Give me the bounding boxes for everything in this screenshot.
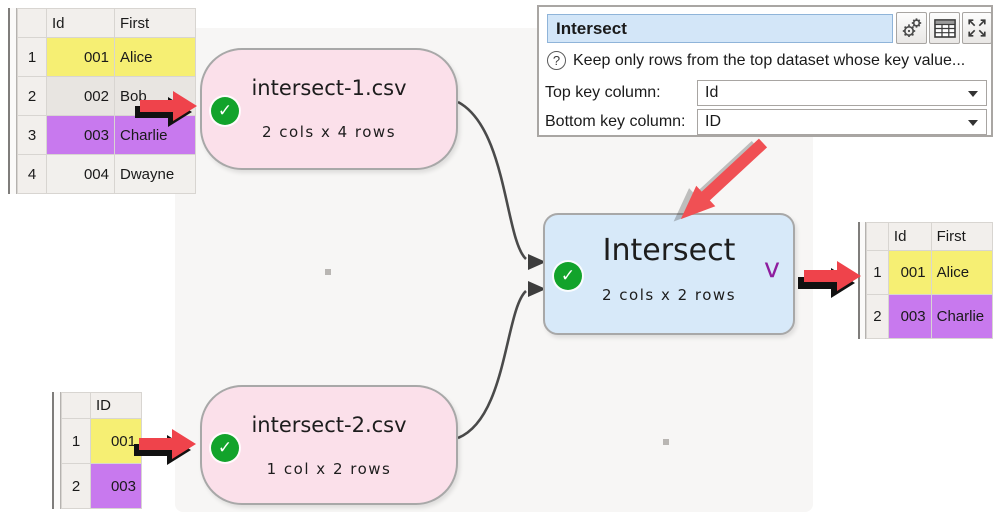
node-dimensions: 2 cols x 4 rows [261,123,397,141]
annotation-arrow-settings [673,138,768,222]
row-number: 2 [61,463,91,509]
row-number: 1 [61,418,91,464]
cell-first[interactable]: Dwayne [114,154,196,194]
row-number: 2 [866,294,889,339]
cell-id[interactable]: 004 [46,154,115,194]
annotation-arrow-input2 [134,429,196,465]
row-number: 2 [17,76,47,116]
cell-id[interactable]: 001 [887,250,932,295]
table-output-dataset: Id First 1 001 Alice 2 003 Charlie [858,222,993,339]
cell-id[interactable]: 002 [46,76,115,116]
gear-icon [902,18,921,37]
cell-id[interactable]: 003 [46,115,115,155]
pane-edge [52,392,61,509]
selected-value: ID [705,113,721,130]
table-bottom-left-dataset: ID 1 001 2 003 [52,392,142,509]
cell-first[interactable]: Charlie [114,115,196,155]
cell-first[interactable]: Alice [930,250,993,295]
chevron-down-icon [968,120,978,126]
transform-description: Keep only rows from the top dataset whos… [573,51,966,69]
table-row[interactable]: 1 001 [61,418,142,464]
connection-input2-to-intersect [457,290,527,440]
cell-id[interactable]: 001 [46,37,115,77]
cell-first[interactable]: Alice [114,37,196,77]
chevron-down-icon[interactable]: v [764,253,780,284]
check-icon: ✓ [211,97,239,125]
table-icon [933,18,956,38]
node-title: Intersect [602,233,736,268]
table-row[interactable]: 4 004 Dwayne [17,154,196,194]
row-number: 1 [17,37,47,77]
row-number: 4 [17,154,47,194]
node-title: intersect-2.csv [251,413,407,437]
expand-button[interactable] [962,12,992,44]
cell-id[interactable]: 003 [887,294,932,339]
annotation-arrow-input1 [135,91,197,127]
node-intersect-2-csv[interactable]: ✓ intersect-2.csv 1 col x 2 rows [200,385,458,505]
corner-header [61,392,91,419]
connection-layer [457,100,546,440]
table-row[interactable]: 2 003 Charlie [866,294,993,339]
connection-input1-to-intersect [457,100,527,260]
table-row[interactable]: 1 001 Alice [17,37,196,77]
node-dimensions: 1 col x 2 rows [266,460,392,478]
corner-header [17,8,47,38]
check-icon: ✓ [554,262,582,290]
column-header: Id [46,8,115,38]
grid-dot [663,439,669,445]
node-intersect[interactable]: ✓ Intersect 2 cols x 2 rows v [543,213,795,335]
table-top-left-dataset: Id First 1 001 Alice 2 002 Bob 3 003 Cha… [8,8,196,194]
cell-id[interactable]: 003 [90,463,142,509]
node-dimensions: 2 cols x 2 rows [601,286,737,304]
bottom-key-column-select[interactable]: ID [697,109,987,135]
table-row[interactable]: 2 003 [61,463,142,509]
transform-settings-panel: Intersect [537,5,993,137]
corner-header [866,222,889,251]
row-number: 3 [17,115,47,155]
bottom-key-column-label: Bottom key column: [545,113,686,130]
table-row[interactable]: 1 001 Alice [866,250,993,295]
node-intersect-1-csv[interactable]: ✓ intersect-1.csv 2 cols x 4 rows [200,48,458,170]
connector-arrowhead-top [528,254,546,270]
row-number: 1 [866,250,889,295]
pane-edge [8,8,17,194]
settings-button[interactable] [896,12,927,44]
node-title: intersect-1.csv [251,76,407,100]
top-key-column-label: Top key column: [545,84,661,101]
transform-name-input[interactable]: Intersect [547,14,893,43]
annotation-arrow-output [798,261,861,298]
chevron-down-icon [968,91,978,97]
grid-dot [325,269,331,275]
show-table-button[interactable] [929,12,960,44]
pane-edge [858,222,867,339]
column-header: First [930,222,993,251]
cell-id[interactable]: 001 [90,418,142,464]
selected-value: Id [705,84,719,101]
column-header: ID [90,392,142,419]
column-header: Id [887,222,932,251]
column-header: First [114,8,196,38]
expand-icon [968,19,986,37]
top-key-column-select[interactable]: Id [697,80,987,106]
connector-arrowhead-bottom [528,281,546,297]
help-icon[interactable]: ? [547,51,566,70]
check-icon: ✓ [211,434,239,462]
cell-first[interactable]: Charlie [930,294,993,339]
